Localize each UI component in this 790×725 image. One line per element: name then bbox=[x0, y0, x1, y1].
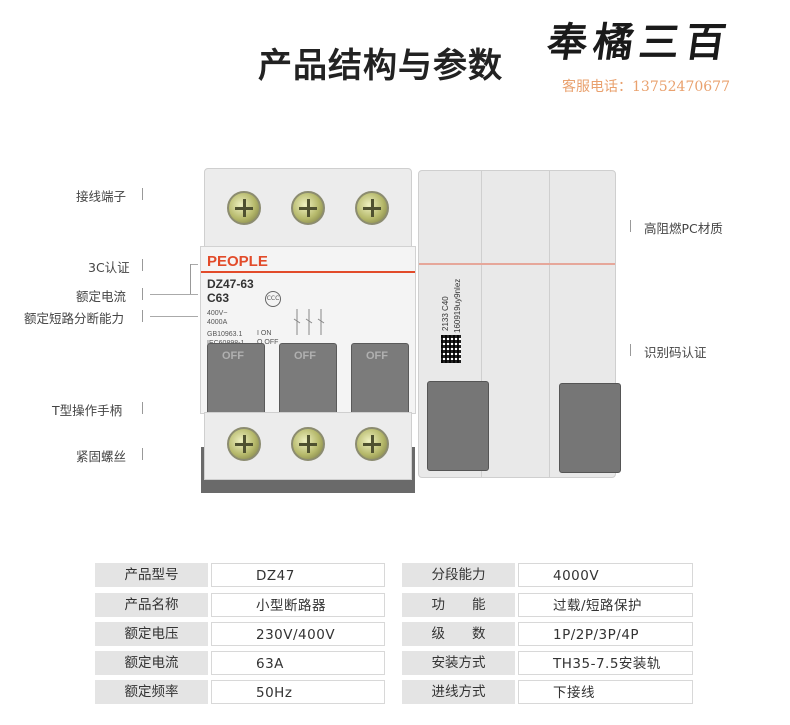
spec-label: 额定电流 bbox=[95, 651, 208, 675]
spec-label: 产品名称 bbox=[95, 593, 208, 617]
on-off-legend: I ON O OFF bbox=[257, 329, 278, 347]
screw-icon bbox=[355, 427, 389, 461]
people-logo: PEOPLE bbox=[207, 253, 268, 270]
callout-current: 额定电流 bbox=[76, 289, 127, 304]
callout-line bbox=[190, 264, 198, 265]
voltage-print: 400V~ bbox=[207, 310, 228, 317]
breaker-body: PEOPLE DZ47-63 C63 CCC 400V~ 4000A GB109… bbox=[200, 246, 416, 493]
handle-off-label: OFF bbox=[366, 350, 388, 362]
callout-breaking: 额定短路分断能力 bbox=[24, 311, 125, 326]
rating-text: C63 bbox=[207, 291, 230, 305]
spec-value: 50Hz bbox=[211, 680, 385, 704]
std1-print: GB10963.1 bbox=[207, 331, 243, 338]
spec-label: 功 能 bbox=[402, 593, 515, 617]
spec-label: 额定电压 bbox=[95, 622, 208, 646]
screw-icon bbox=[227, 427, 261, 461]
page-title: 产品结构与参数 bbox=[258, 46, 503, 86]
spec-label: 进线方式 bbox=[402, 680, 515, 704]
terminal-block-top bbox=[204, 168, 412, 250]
side-red-stripe bbox=[419, 263, 615, 265]
callout-tick bbox=[142, 288, 143, 300]
spec-label: 级 数 bbox=[402, 622, 515, 646]
model-label: DZ47-63 C63 bbox=[207, 277, 254, 305]
callout-terminal: 接线端子 bbox=[76, 189, 127, 204]
callout-handle: T型操作手柄 bbox=[52, 403, 123, 418]
callout-3c: 3C认证 bbox=[88, 260, 130, 275]
callout-tick bbox=[142, 402, 143, 414]
callout-tick bbox=[142, 188, 143, 200]
spec-value: 4000V bbox=[518, 563, 693, 587]
din-clip bbox=[427, 381, 489, 471]
t-handle[interactable]: OFF bbox=[207, 343, 265, 415]
spec-value: 1P/2P/3P/4P bbox=[518, 622, 693, 646]
screw-icon bbox=[355, 191, 389, 225]
terminal-block-bottom bbox=[204, 412, 412, 480]
breaker-side-view: 2133 C40 160919uy9nlez bbox=[418, 170, 621, 478]
off-label: O OFF bbox=[257, 339, 279, 346]
spec-value: 小型断路器 bbox=[211, 593, 385, 617]
on-label: I ON bbox=[257, 330, 272, 337]
brand-logo: 奉橘三百 bbox=[544, 19, 735, 66]
breaker-front-view: PEOPLE DZ47-63 C63 CCC 400V~ 4000A GB109… bbox=[200, 168, 416, 493]
callout-material: 高阻燃PC材质 bbox=[644, 221, 723, 236]
callout-bracket bbox=[190, 264, 191, 294]
screw-icon bbox=[291, 427, 325, 461]
spec-value: 63A bbox=[211, 651, 385, 675]
spec-value: DZ47 bbox=[211, 563, 385, 587]
callout-tick bbox=[142, 259, 143, 271]
callout-screw: 紧固螺丝 bbox=[76, 449, 127, 464]
model-text: DZ47-63 bbox=[207, 277, 254, 291]
red-stripe bbox=[201, 271, 415, 273]
side-code2: 160919uy9nlez bbox=[453, 278, 462, 333]
spec-value: 230V/400V bbox=[211, 622, 385, 646]
screw-icon bbox=[227, 191, 261, 225]
callout-tick bbox=[630, 344, 631, 356]
t-handle[interactable]: OFF bbox=[351, 343, 409, 415]
callout-tick bbox=[142, 448, 143, 460]
callout-line bbox=[150, 316, 198, 317]
side-code1: 2133 C40 bbox=[441, 296, 450, 331]
side-seam bbox=[481, 171, 482, 477]
side-seam bbox=[549, 171, 550, 477]
spec-label: 安装方式 bbox=[402, 651, 515, 675]
t-handle[interactable]: OFF bbox=[279, 343, 337, 415]
screw-icon bbox=[291, 191, 325, 225]
callout-tick bbox=[142, 310, 143, 322]
spec-label: 产品型号 bbox=[95, 563, 208, 587]
wiring-diagram-icon bbox=[293, 309, 325, 335]
callout-idcode: 识别码认证 bbox=[644, 345, 707, 360]
spec-value: 过载/短路保护 bbox=[518, 593, 693, 617]
handle-off-label: OFF bbox=[294, 350, 316, 362]
breaking-print: 4000A bbox=[207, 319, 228, 326]
ccc-cert-icon: CCC bbox=[265, 291, 281, 307]
callout-line bbox=[150, 294, 198, 295]
din-clip bbox=[559, 383, 621, 473]
qr-code-icon bbox=[441, 335, 461, 363]
spec-label: 额定频率 bbox=[95, 680, 208, 704]
service-phone: 客服电话：13752470677 bbox=[562, 79, 730, 95]
spec-value: TH35-7.5安装轨 bbox=[518, 651, 693, 675]
handle-off-label: OFF bbox=[222, 350, 244, 362]
callout-tick bbox=[630, 220, 631, 232]
spec-value: 下接线 bbox=[518, 680, 693, 704]
spec-label: 分段能力 bbox=[402, 563, 515, 587]
